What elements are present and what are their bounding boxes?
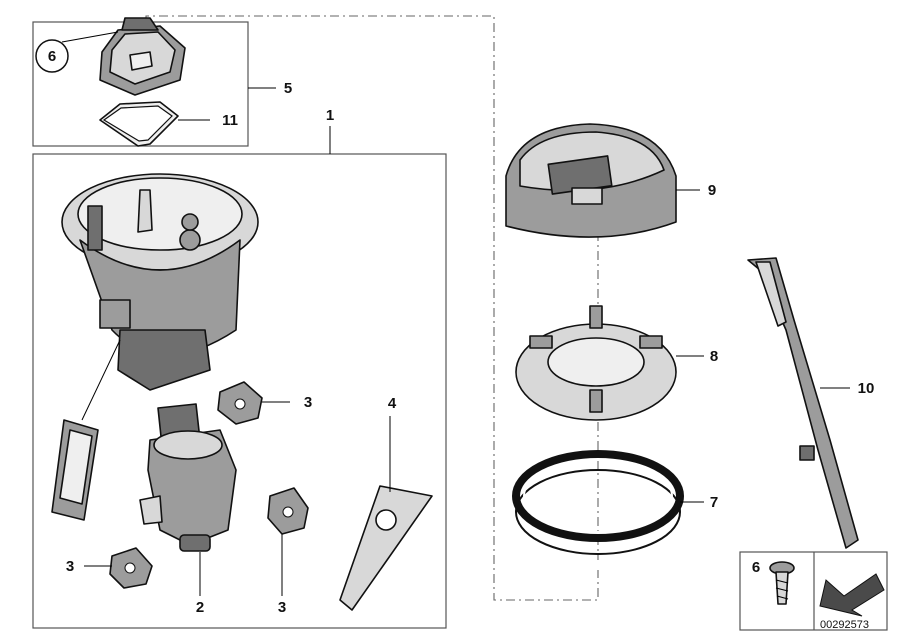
assembly-1-frame: [32, 153, 447, 629]
fuel-pump-assembly-part: [51, 173, 259, 521]
callout-2: 2: [196, 599, 204, 616]
fuel-pump-part: [139, 403, 237, 552]
callout-8: 8: [710, 348, 718, 365]
installation-arrow-icon: [819, 573, 885, 617]
top-cover-part: [99, 17, 186, 96]
callout-10: 10: [858, 380, 875, 397]
clip-3-upper-part: [217, 381, 263, 425]
callout-6-detail: 6: [752, 559, 760, 576]
callout-3-lower: 3: [66, 558, 74, 575]
cover-9-part: [505, 123, 677, 238]
clip-3-right-part: [267, 487, 309, 535]
wedge-4-part: [339, 485, 433, 611]
clip-3-lower-part: [109, 547, 153, 589]
nut-8-part: [515, 305, 677, 421]
callout-4: 4: [388, 395, 397, 412]
callout-1: 1: [326, 107, 334, 124]
leader-lines: [61, 31, 850, 596]
callout-3-upper: 3: [304, 394, 312, 411]
callout-7: 7: [710, 494, 718, 511]
ring-seal-7-part: [512, 450, 684, 555]
strap-10-part: [747, 257, 859, 549]
callout-9: 9: [708, 182, 716, 199]
callout-6: 6: [48, 48, 56, 65]
callout-5: 5: [284, 80, 292, 97]
document-number: 00292573: [820, 619, 869, 631]
callout-6-circle: [35, 39, 69, 73]
callout-11: 11: [222, 112, 238, 129]
dashed-assembly-line: [145, 15, 599, 601]
screw-6-part: [769, 561, 795, 605]
callout-3-right: 3: [278, 599, 286, 616]
